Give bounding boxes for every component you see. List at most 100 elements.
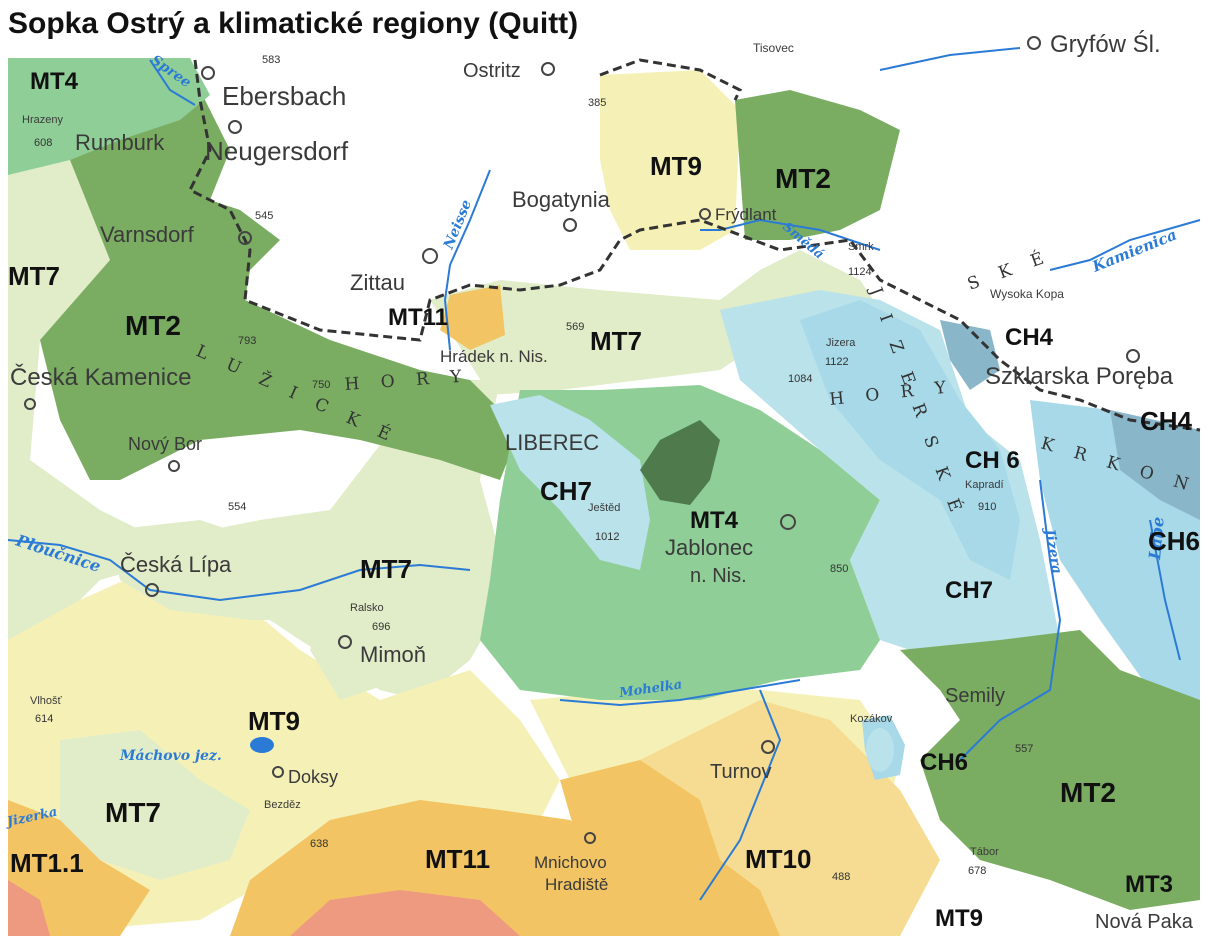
river-line-spree xyxy=(149,59,196,106)
page-title: Sopka Ostrý a klimatické regiony (Quitt) xyxy=(8,7,579,40)
river-line-kamienica xyxy=(1049,219,1201,271)
town-label-mnichovo-hradiste: Hradiště xyxy=(545,875,608,894)
town-marker-ceska-kamenice xyxy=(24,398,36,410)
zone-area-ch7-center xyxy=(490,395,650,570)
town-label-nova-paka: Nová Paka xyxy=(1095,911,1194,933)
town-label-kozakov: Kozákov xyxy=(850,713,893,725)
zone-label-mt4-c: MT4 xyxy=(690,507,739,534)
zone-area-mt7-mimon xyxy=(310,580,420,700)
zone-label-mt2-se: MT2 xyxy=(1060,777,1116,808)
town-markers xyxy=(24,36,1140,844)
zone-label-mt7-m: MT7 xyxy=(360,554,412,584)
town-label-vlhost: Vlhošť xyxy=(30,695,63,707)
river-line-ploucnice xyxy=(7,539,471,602)
zone-label-mt11-n: MT11 xyxy=(388,304,448,331)
town-marker-doksy xyxy=(272,766,284,778)
river-label-machovo: Máchovo jez. xyxy=(119,748,222,764)
zone-label-mt9-sw: MT9 xyxy=(248,706,300,736)
town-marker-gryfow xyxy=(1027,36,1041,50)
zone-label-ch6-fe: CH6 xyxy=(1148,526,1200,556)
spot-height-1084: 1084 xyxy=(788,373,812,385)
town-marker-novy-bor xyxy=(168,460,180,472)
town-label-ebersbach: Ebersbach xyxy=(222,81,346,111)
zone-area-jablonec-urban xyxy=(640,420,720,505)
zone-area-mt2-north xyxy=(735,90,900,240)
spot-height-638: 638 xyxy=(310,838,328,850)
state-border-north xyxy=(599,58,743,101)
spot-height-678: 678 xyxy=(968,865,986,877)
town-label-novy-bor: Nový Bor xyxy=(128,434,202,454)
town-marker-ostritz xyxy=(541,62,555,76)
spot-height-554: 554 xyxy=(228,501,246,513)
town-label-gryfow: Gryfów Śl. xyxy=(1050,30,1161,58)
river-label-labe: Labe xyxy=(1145,516,1168,561)
river-line-smeda xyxy=(700,218,881,251)
town-label-turnov: Turnov xyxy=(710,761,772,783)
town-marker-ebersbach xyxy=(201,66,215,80)
town-label-semily: Semily xyxy=(945,685,1005,707)
spot-height-850: 850 xyxy=(830,563,848,575)
river-line-turnov xyxy=(699,689,782,901)
zone-area-mt2-west xyxy=(40,90,520,480)
town-label-wysoka-kopa: Wysoka Kopa xyxy=(990,287,1064,301)
town-marker-turnov xyxy=(761,740,775,754)
town-label-jizera: Jizera xyxy=(826,337,856,349)
lake-east xyxy=(866,728,894,772)
spot-height-614: 614 xyxy=(35,713,53,725)
zone-area-mt7-southwest xyxy=(60,730,250,880)
zone-label-mt11-sw: MT1.1 xyxy=(10,848,84,878)
zone-area-mt11-north xyxy=(440,285,505,350)
zone-area-t2 xyxy=(290,890,520,936)
town-label-rumburk: Rumburk xyxy=(75,130,165,155)
spot-height-385: 385 xyxy=(588,97,606,109)
lake-machovo xyxy=(250,737,274,753)
town-label-hrazeny: Hrazeny xyxy=(22,114,63,126)
spot-height-488: 488 xyxy=(832,871,850,883)
river-line-neisse xyxy=(443,169,491,351)
town-label-tabor: Tábor xyxy=(970,846,999,858)
spot-height-910: 910 xyxy=(978,501,996,513)
town-marker-frydlant xyxy=(699,208,711,220)
zone-label-mt2-n: MT2 xyxy=(775,163,831,194)
zone-area-ch6-east xyxy=(800,300,1020,580)
zone-area-ch4-east xyxy=(1110,410,1200,520)
spot-height-569: 569 xyxy=(566,321,584,333)
zone-label-ch6-se: CH6 xyxy=(920,749,968,776)
town-label-frydlant: Frýdlant xyxy=(715,205,777,224)
town-marker-neugersdorf xyxy=(228,120,242,134)
spot-height-583: 583 xyxy=(262,54,280,66)
town-label-ceska-lipa: Česká Lípa xyxy=(120,552,232,577)
river-line-jizera xyxy=(959,479,1062,761)
zone-area-mt11-lower xyxy=(560,760,780,936)
zone-area-mt2-southeast xyxy=(900,630,1200,910)
state-border xyxy=(187,59,1201,432)
zone-area-t2-west xyxy=(8,880,50,936)
town-label-bezdez: Bezděz xyxy=(264,799,301,811)
zone-label-mt7-sw: MT7 xyxy=(105,797,161,828)
town-marker-zittau xyxy=(422,248,438,264)
spot-height-793: 793 xyxy=(238,335,256,347)
zone-label-mt9-se: MT9 xyxy=(935,905,983,932)
river-line-mohelka xyxy=(559,679,801,707)
zone-label-mt9-n: MT9 xyxy=(650,151,702,181)
spot-height-696: 696 xyxy=(372,621,390,633)
zone-label-ch4-ne: CH4 xyxy=(1005,324,1054,351)
spot-height-557: 557 xyxy=(1015,743,1033,755)
town-label-bogatynia: Bogatynia xyxy=(512,187,611,212)
spot-height-608: 608 xyxy=(34,137,52,149)
town-label-neugersdorf: Neugersdorf xyxy=(205,136,349,166)
town-label-ralsko: Ralsko xyxy=(350,602,384,614)
town-marker-jablonec xyxy=(780,514,796,530)
zone-label-ch6-e: CH 6 xyxy=(965,447,1020,474)
zone-label-mt7-w: MT7 xyxy=(8,261,60,291)
spot-height-545: 545 xyxy=(255,210,273,222)
town-marker-bogatynia xyxy=(563,218,577,232)
zone-area-mt4-northwest xyxy=(8,58,210,175)
spot-height-750: 750 xyxy=(312,379,330,391)
town-label-jablonec-nis: n. Nis. xyxy=(690,565,747,587)
zone-area-ch4-northeast xyxy=(940,320,1000,390)
town-label-liberec: LIBEREC xyxy=(505,430,599,455)
town-label-kapradi: Kapradí xyxy=(965,479,1004,491)
town-label-szklarska: Szklarska Poręba xyxy=(985,363,1174,390)
